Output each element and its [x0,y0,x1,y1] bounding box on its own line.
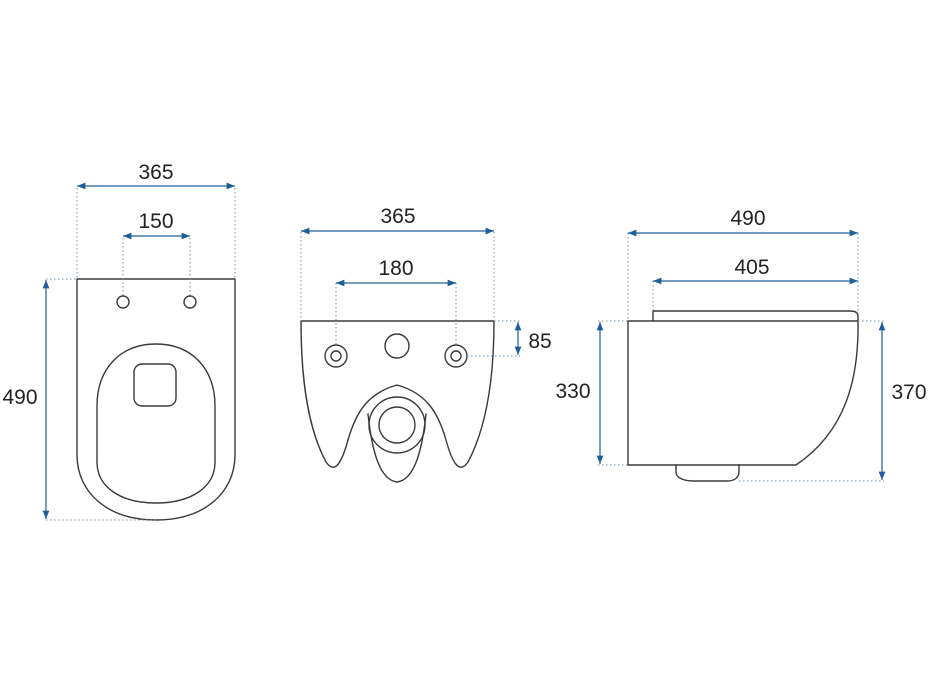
seat-hole-right [183,295,197,309]
top-length-label: 490 [2,386,37,409]
front-width-label: 365 [380,205,415,228]
bolt-height-label: 85 [528,330,551,353]
bolt-spacing-label: 180 [378,257,413,280]
bolt-hole-left-outer [324,344,348,368]
front-view-outline [300,320,495,468]
overall-height-label: 370 [891,381,926,404]
bolt-hole-right-inner [450,350,462,362]
bolt-hole-right-outer [444,344,468,368]
outlet-pipe-inner [378,406,416,444]
side-length-label: 490 [730,207,765,230]
top-view-flush-outlet [133,363,177,407]
side-view: 490 405 330 370 [555,207,927,482]
bolt-hole-left-inner [330,350,342,362]
front-view-outlet-horn [367,413,427,483]
top-view-seat-opening [96,343,216,504]
seat-hole-spacing-label: 150 [138,210,173,233]
top-view: 365 150 490 [2,161,236,521]
wall-height-label: 330 [555,380,590,403]
front-view: 365 180 85 [300,205,552,483]
top-view-bowl-outline [76,278,236,521]
flush-inlet [384,333,410,359]
side-view-foot [675,464,740,482]
top-width-label: 365 [138,161,173,184]
seat-hole-left [116,295,130,309]
side-view-body-outline [627,320,859,466]
side-view-seat [652,310,859,322]
outlet-pipe-outer [368,396,426,454]
seat-length-label: 405 [734,256,769,279]
